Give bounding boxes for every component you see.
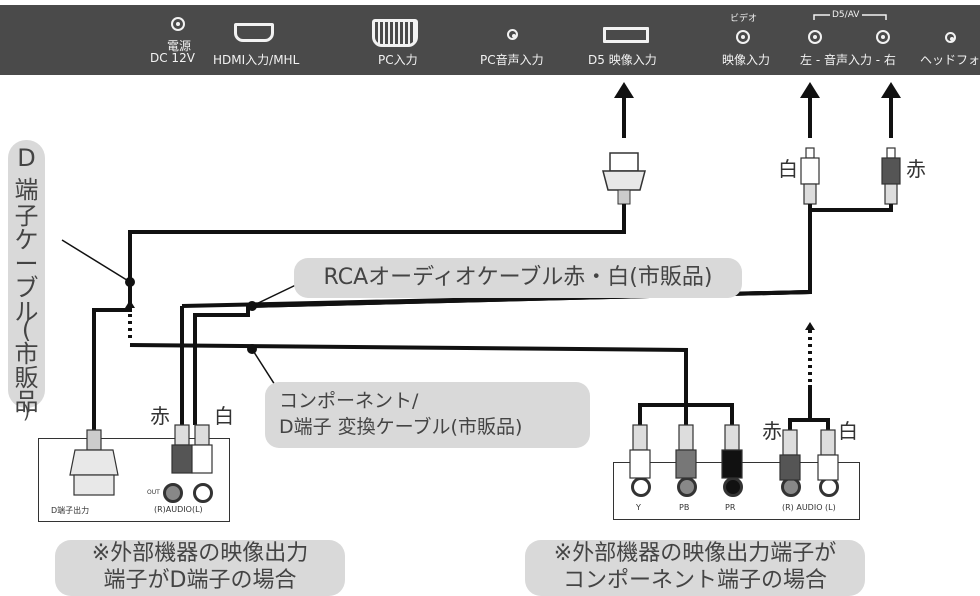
red-label-left: 赤 [150,404,170,428]
left-note-line1: ※外部機器の映像出力 [91,541,309,566]
plug-pr [724,424,740,451]
d5-input-label: D5 映像入力 [588,53,657,67]
hdmi-label: HDMI入力/MHL [213,53,300,67]
component-cable-line1: コンポーネント/ [279,390,419,412]
d5-port-icon [603,27,649,43]
audio-right-jack-icon [876,30,890,44]
hdmi-port-icon [234,23,274,42]
rca-plug-red-top [881,147,901,205]
red-label-right: 赤 [762,419,782,443]
pc-input-label: PC入力 [378,53,418,67]
left-note-line2: 端子がD端子の場合 [103,568,297,593]
headphone-jack-icon [945,32,956,43]
rca-plug-white-top [800,147,820,205]
video-jack-icon [736,30,750,44]
video-small-label: ビデオ [730,14,758,24]
left-case-note: ※外部機器の映像出力 端子がD端子の場合 [55,540,345,596]
right-note-line1: ※外部機器の映像出力端子が [553,541,837,566]
video-input-label: 映像入力 [722,53,771,67]
d-cable-label: D 端 子 ケ ー ブ ル ( 市 販 品 ) [8,140,45,423]
tv-rear-panel: 電源 DC 12V HDMI入力/MHL PC入力 PC音声入力 D5 映像入力… [0,5,980,75]
power-jack-icon [171,17,185,31]
d5av-label: D5/AV [832,10,860,20]
white-label-right: 白 [838,419,858,443]
white-label-left: 白 [214,404,234,428]
headphone-label: ヘッドフォン [920,53,980,67]
white-label-top: 白 [778,157,798,181]
rca-plug-white-left [191,424,213,474]
component-cable-callout: コンポーネント/ D端子 変換ケーブル(市販品) [265,382,590,448]
rca-cable-callout: RCAオーディオケーブル赤・白(市販品) [294,258,742,298]
audio-lr-label: 左 - 音声入力 - 右 [800,53,896,67]
power-label: 電源 [167,39,192,53]
component-cable-line2: D端子 変換ケーブル(市販品) [279,416,523,438]
pc-vga-port-icon [372,19,418,47]
arrow-d5 [614,82,634,98]
d-plug-left-device [69,429,119,496]
right-note-line2: コンポーネント端子の場合 [562,568,827,593]
audio-left-jack-icon [808,30,822,44]
rca-plug-red-left [171,424,193,474]
plug-audio-l [820,429,836,456]
plug-audio-r [782,429,798,456]
arrow-audio-left [800,82,820,98]
arrow-audio-right [881,82,901,98]
right-case-note: ※外部機器の映像出力端子が コンポーネント端子の場合 [525,540,865,596]
red-label-top: 赤 [906,157,926,181]
power-voltage-label: DC 12V [150,51,195,65]
pc-audio-label: PC音声入力 [480,53,544,67]
d5-plug-icon [602,152,646,205]
plug-pb [678,424,694,451]
plug-y [632,424,648,451]
pc-audio-jack-icon [507,29,518,40]
